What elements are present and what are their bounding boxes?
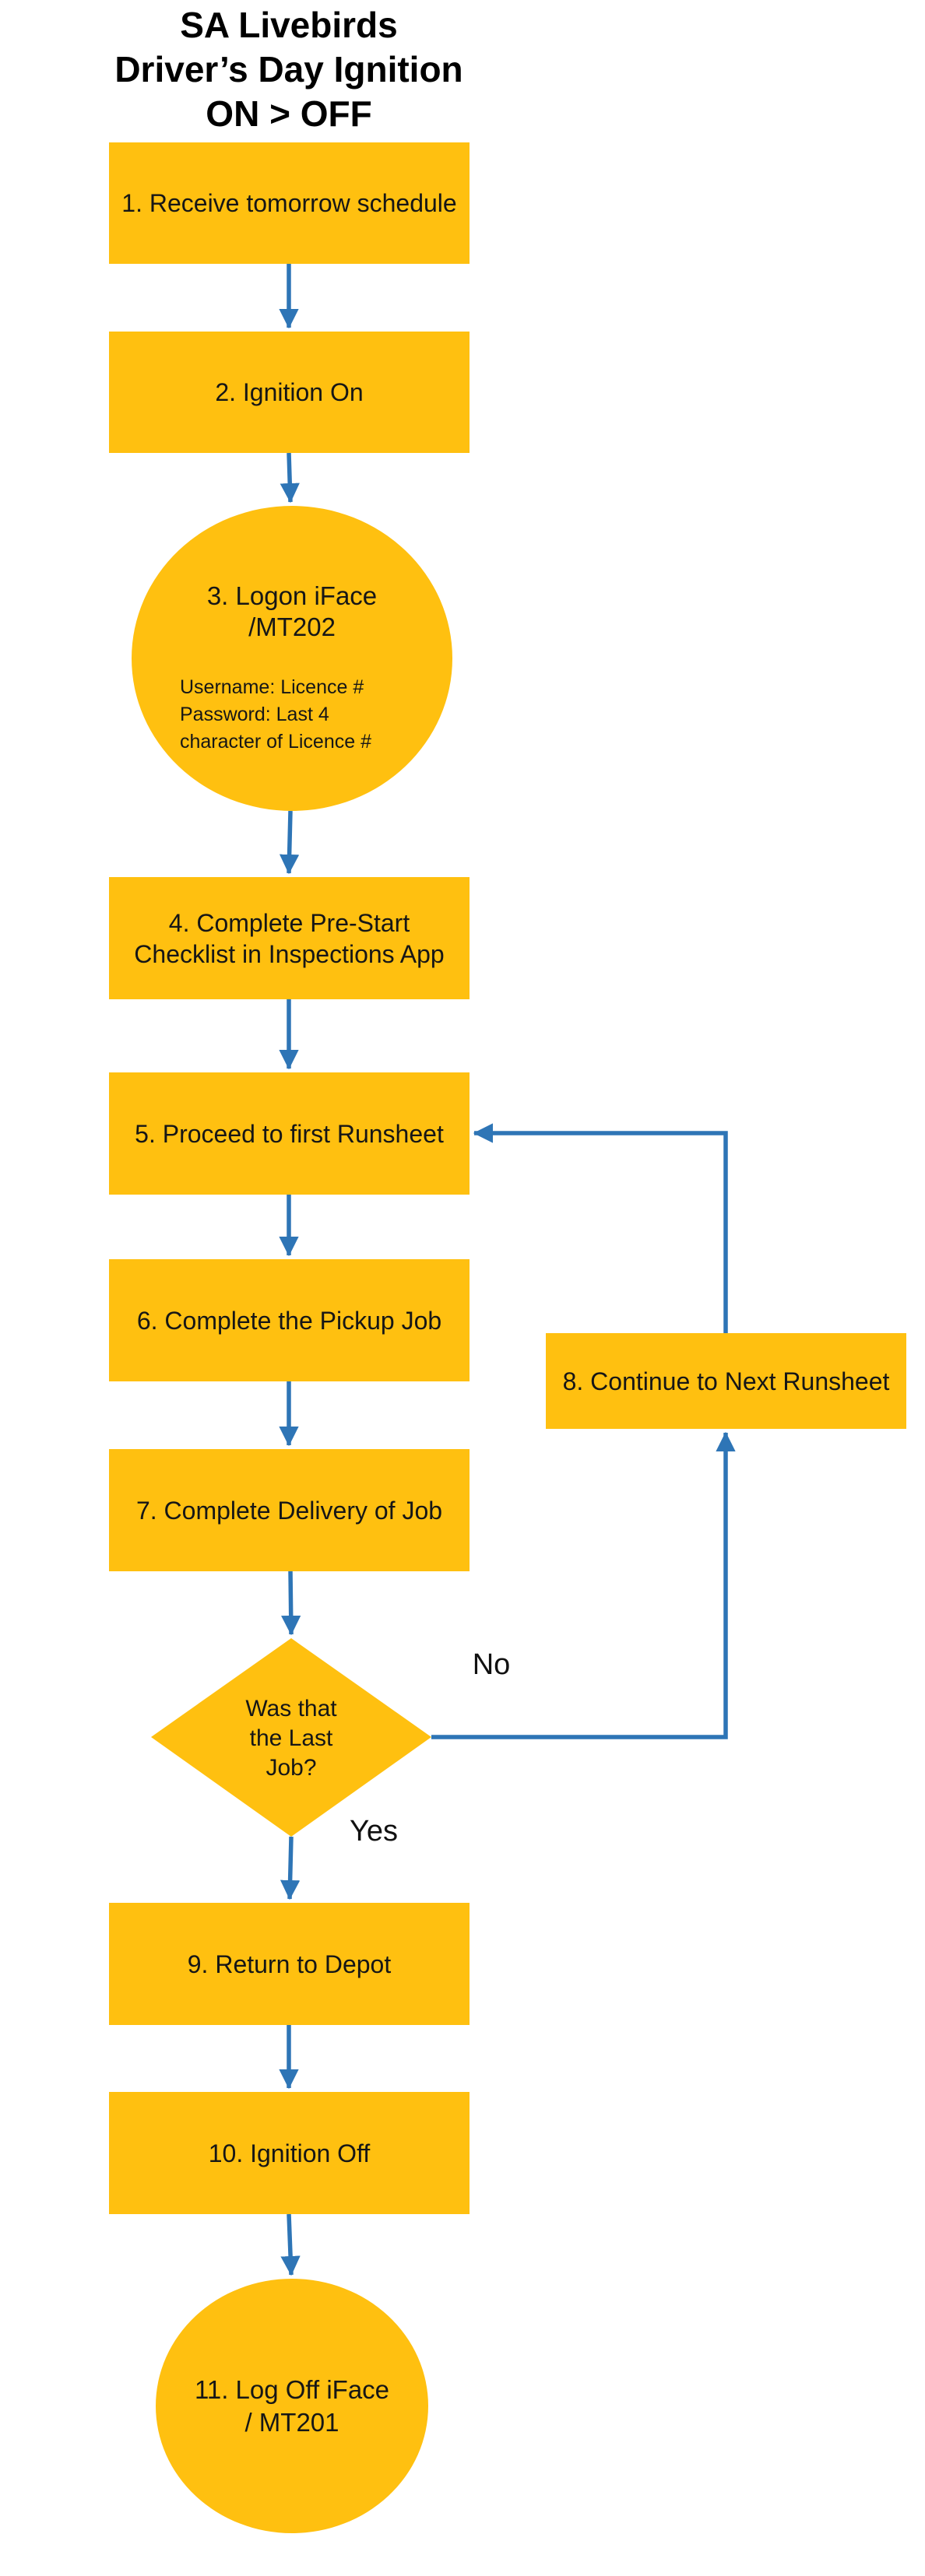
- node-step9: 9. Return to Depot: [109, 1903, 470, 2025]
- node-step1: 1. Receive tomorrow schedule: [109, 142, 470, 264]
- node-step10: 10. Ignition Off: [109, 2092, 470, 2214]
- node-step7: 7. Complete Delivery of Job: [109, 1449, 470, 1571]
- node-step8-label: 8. Continue to Next Runsheet: [562, 1367, 890, 1395]
- node-step3-credentials-note: Username: Licence # Password: Last 4 cha…: [180, 676, 371, 753]
- connector-step2-step3: [280, 452, 300, 504]
- node-step4-label: 4. Complete Pre-Start Checklist in Inspe…: [134, 908, 445, 968]
- node-step1-label: 1. Receive tomorrow schedule: [121, 189, 457, 217]
- connector-decision-no-step8: [431, 1431, 736, 1739]
- node-step6-label: 6. Complete the Pickup Job: [136, 1306, 442, 1335]
- node-step5-label: 5. Proceed to first Runsheet: [135, 1119, 444, 1148]
- connector-decision-yes-step9: [280, 1836, 301, 1900]
- decision-diamond-shape: [151, 1638, 431, 1837]
- node-step8: 8. Continue to Next Runsheet: [546, 1333, 906, 1429]
- connector-step10-step11: [280, 2213, 301, 2276]
- node-step5: 5. Proceed to first Runsheet: [109, 1072, 470, 1195]
- node-step11: 11. Log Off iFace / MT201: [156, 2279, 428, 2533]
- edge-label-no: No: [472, 1648, 511, 1681]
- node-step2-label: 2. Ignition On: [215, 378, 364, 406]
- connector-step7-decision: [281, 1571, 301, 1636]
- node-step3-label: 3. Logon iFace /MT202: [206, 581, 378, 641]
- connector-step3-step4: [279, 810, 300, 875]
- node-step6: 6. Complete the Pickup Job: [109, 1259, 470, 1381]
- node-step3: 3. Logon iFace /MT202 Username: Licence …: [132, 506, 452, 811]
- edge-label-yes: Yes: [350, 1815, 398, 1848]
- node-step9-label: 9. Return to Depot: [187, 1950, 392, 1978]
- connector-step8-step5: [473, 1123, 728, 1333]
- node-step11-label: 11. Log Off iFace / MT201: [194, 2374, 390, 2437]
- node-step10-label: 10. Ignition Off: [208, 2139, 371, 2167]
- node-step7-label: 7. Complete Delivery of Job: [135, 1496, 443, 1525]
- node-step2: 2. Ignition On: [109, 332, 470, 453]
- node-step4: 4. Complete Pre-Start Checklist in Inspe…: [109, 877, 470, 999]
- diagram-title: SA Livebirds Driver’s Day Ignition ON > …: [114, 5, 463, 134]
- node-decision-label: Was that the Last Job?: [245, 1696, 337, 1781]
